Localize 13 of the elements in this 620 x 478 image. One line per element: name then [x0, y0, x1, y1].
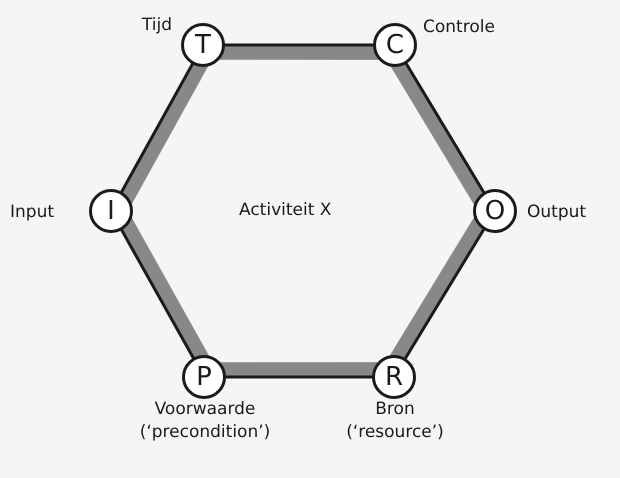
letter-circle: P: [182, 355, 226, 399]
letter-circle: O: [473, 189, 517, 233]
letter-circle: T: [181, 23, 225, 67]
aspect-label: Bron (‘resource’): [345, 398, 445, 444]
aspect-label: Voorwaarde (‘precondition’): [138, 398, 272, 444]
aspect-label: Tijd: [142, 14, 172, 37]
letter-circle: C: [373, 23, 417, 67]
letter-circle: I: [89, 189, 133, 233]
letter-circle: R: [372, 355, 416, 399]
aspect-label: Input: [10, 201, 54, 224]
aspect-label: Output: [527, 201, 586, 224]
activity-label: Activiteit X: [239, 200, 332, 220]
aspect-label: Controle: [423, 16, 495, 39]
